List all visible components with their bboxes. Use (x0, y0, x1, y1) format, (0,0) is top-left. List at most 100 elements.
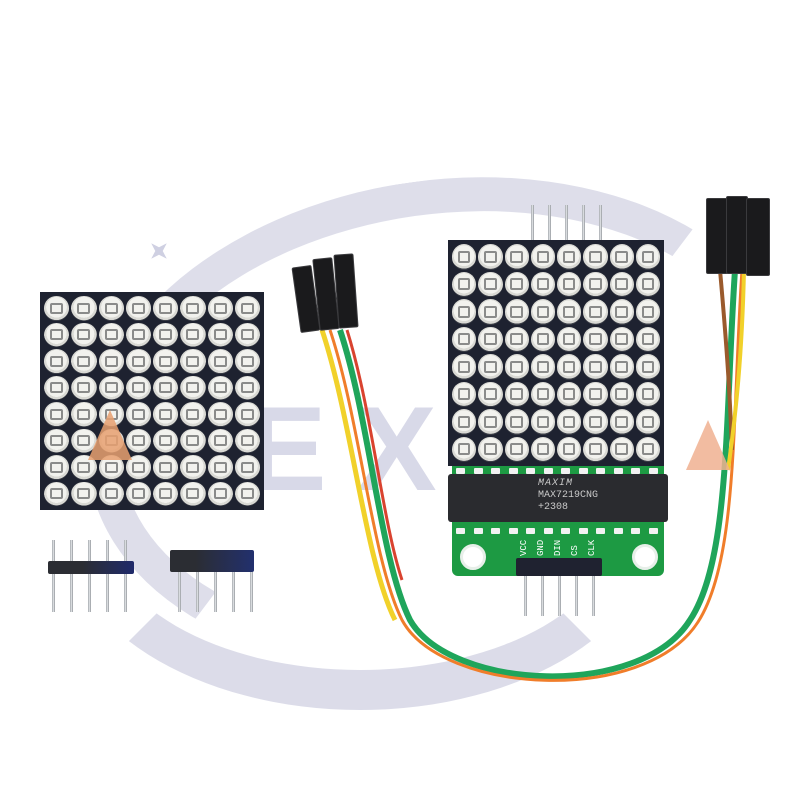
module-led-matrix (448, 240, 664, 466)
led-dot (530, 271, 555, 297)
led-dot (583, 436, 608, 462)
led-dot (44, 402, 70, 427)
led-dot (44, 375, 70, 400)
led-dot (583, 271, 608, 297)
led-dot (207, 349, 233, 374)
led-dot (557, 381, 582, 407)
led-dot (478, 381, 503, 407)
led-dot (207, 296, 233, 321)
led-dot (71, 296, 97, 321)
chip-pin (508, 528, 518, 534)
led-dot (207, 428, 233, 453)
led-dot (452, 326, 477, 352)
led-dot (530, 354, 555, 380)
chip-pin (613, 528, 623, 534)
led-dot (180, 455, 206, 480)
max7219-chip: MAXIM MAX7219CNG +2308 (448, 474, 668, 522)
led-dot (452, 436, 477, 462)
chip-pin (508, 468, 518, 474)
led-dot (234, 481, 260, 506)
led-dot (180, 322, 206, 347)
led-dot (557, 271, 582, 297)
led-dot (635, 409, 660, 435)
led-dot (609, 409, 634, 435)
led-dot (180, 349, 206, 374)
led-dot (504, 354, 529, 380)
chip-pin (526, 528, 535, 534)
pin-label-gnd: GND (536, 539, 546, 556)
led-dot (478, 244, 503, 270)
led-dot (583, 354, 608, 380)
led-dot (504, 299, 529, 325)
led-dot (635, 326, 660, 352)
chip-pin (561, 528, 570, 534)
led-dot (635, 436, 660, 462)
led-dot (557, 244, 582, 270)
led-dot (530, 436, 555, 462)
led-dot (609, 271, 634, 297)
led-dot (530, 409, 555, 435)
led-dot (583, 409, 608, 435)
led-dot (504, 244, 529, 270)
led-dot (180, 296, 206, 321)
led-dot (557, 299, 582, 325)
led-dot (98, 375, 124, 400)
watermark-triangle-right (686, 420, 730, 470)
led-dot (98, 296, 124, 321)
led-dot (583, 299, 608, 325)
led-dot (153, 455, 179, 480)
led-dot (530, 326, 555, 352)
led-dot (71, 322, 97, 347)
led-dot (478, 354, 503, 380)
led-dot (478, 436, 503, 462)
chip-pin (491, 528, 500, 534)
led-dot (153, 428, 179, 453)
led-dot (452, 381, 477, 407)
led-dot (452, 299, 477, 325)
led-dot (98, 322, 124, 347)
led-dot (180, 428, 206, 453)
chip-pin (631, 528, 640, 534)
led-dot (609, 244, 634, 270)
led-dot (504, 271, 529, 297)
led-dot (180, 375, 206, 400)
led-dot (71, 481, 97, 506)
led-dot (504, 381, 529, 407)
chip-pin (543, 468, 553, 474)
chip-pin (578, 528, 588, 534)
led-dot (504, 436, 529, 462)
led-dot (234, 349, 260, 374)
led-dot (44, 322, 70, 347)
chip-pin (561, 468, 570, 474)
led-dot (635, 381, 660, 407)
led-dot (478, 299, 503, 325)
led-dot (125, 481, 151, 506)
led-dot (635, 271, 660, 297)
led-dot (44, 455, 70, 480)
led-dot (153, 375, 179, 400)
chip-pin (596, 528, 605, 534)
led-dot (609, 436, 634, 462)
chip-pin (526, 468, 535, 474)
chip-pin (473, 468, 483, 474)
led-dot (478, 326, 503, 352)
led-dot (234, 402, 260, 427)
led-dot (98, 481, 124, 506)
chip-pin (648, 468, 658, 474)
chip-pin (578, 468, 588, 474)
chip-pin (456, 528, 465, 534)
led-dot (234, 428, 260, 453)
led-dot (478, 271, 503, 297)
led-dot (609, 354, 634, 380)
led-dot (557, 409, 582, 435)
led-dot (635, 354, 660, 380)
led-dot (125, 296, 151, 321)
led-dot (180, 481, 206, 506)
led-dot (530, 299, 555, 325)
led-dot (71, 375, 97, 400)
led-dot (153, 481, 179, 506)
led-dot (234, 375, 260, 400)
led-dot (44, 428, 70, 453)
led-dot (557, 326, 582, 352)
